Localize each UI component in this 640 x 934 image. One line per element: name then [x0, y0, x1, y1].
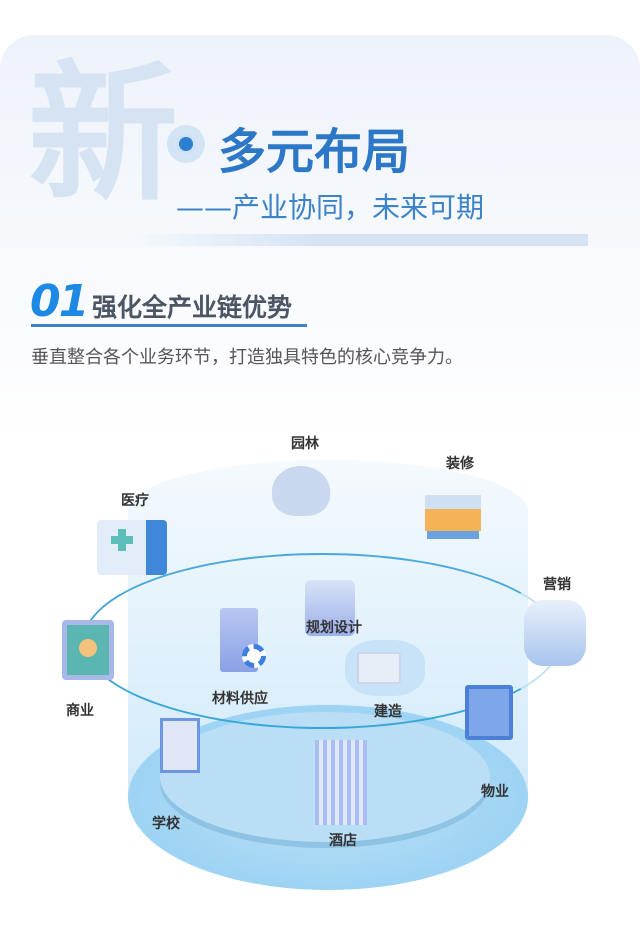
materials-gear-icon: [220, 608, 266, 672]
watermark-character: 新: [28, 48, 178, 222]
node-label-medical: 医疗: [121, 493, 149, 509]
node-label-material-supply: 材料供应: [212, 691, 268, 707]
marketing-display-icon: [524, 600, 586, 666]
school-computer-icon: [160, 718, 200, 773]
section-number: 01: [30, 276, 89, 327]
design-compass-icon: [305, 580, 355, 636]
decorative-bar: [130, 234, 588, 246]
node-label-marketing: 营销: [543, 577, 571, 593]
node-label-hotel: 酒店: [329, 833, 357, 849]
node-label-commerce: 商业: [66, 703, 94, 719]
toolbox-icon: [345, 640, 425, 696]
property-screen-icon: [465, 685, 513, 740]
node-label-planning-design: 规划设计: [306, 620, 362, 636]
node-label-school: 学校: [152, 816, 180, 832]
node-label-decoration: 装修: [446, 456, 474, 472]
page-subtitle: ——产业协同，未来可期: [176, 191, 485, 224]
node-label-garden: 园林: [291, 436, 319, 452]
house-icon: [425, 495, 481, 531]
node-label-construction: 建造: [374, 704, 402, 720]
section-title: 强化全产业链优势: [92, 293, 293, 322]
tree-icon: [272, 466, 330, 516]
medical-kit-icon: [97, 520, 167, 575]
page-title: 多元布局: [218, 124, 411, 180]
target-dot-icon: [167, 125, 205, 163]
section-description: 垂直整合各个业务环节，打造独具特色的核心竞争力。: [31, 347, 463, 368]
monitor-icon: [62, 620, 114, 680]
node-label-property: 物业: [481, 784, 509, 800]
section-underline: [31, 324, 307, 327]
hotel-building-icon: [315, 740, 367, 825]
